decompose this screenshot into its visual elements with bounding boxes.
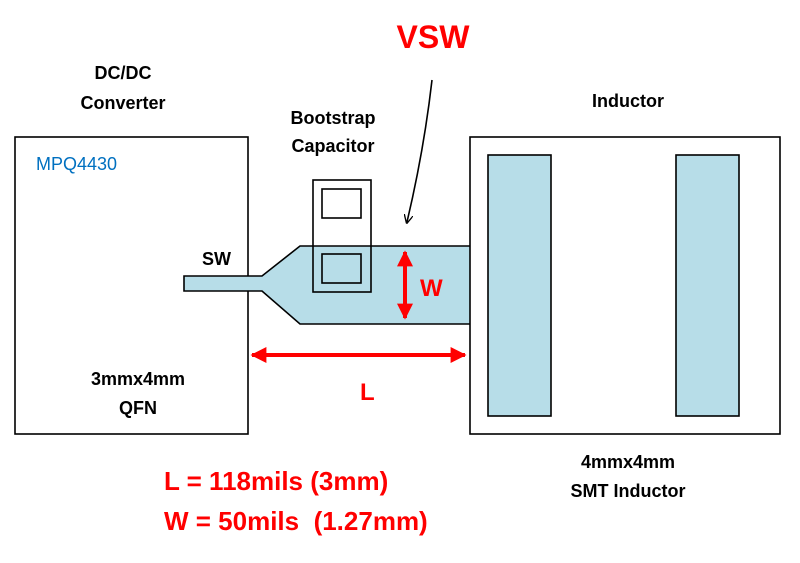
converter-package-line2: QFN [119,398,157,418]
width-spec: W = 50mils (1.27mm) [164,506,428,536]
bootstrap-label-line2: Capacitor [291,136,374,156]
length-spec: L = 118mils (3mm) [164,466,388,496]
bootstrap-capacitor-outline [312,179,372,293]
vsw-pointer-arrow [407,79,433,222]
bootstrap-capacitor-pad-bottom [321,253,362,284]
bootstrap-capacitor-pad-top [321,188,362,219]
inductor-package-line1: 4mmx4mm [581,452,675,472]
inductor-package-line2: SMT Inductor [571,481,686,501]
converter-title-line1: DC/DC [95,63,152,83]
inductor-right-pad [675,154,740,417]
part-number-label: MPQ4430 [36,154,117,174]
vsw-node-label: VSW [397,19,471,55]
sw-pin-label: SW [202,249,231,269]
bootstrap-label-line1: Bootstrap [291,108,376,128]
length-symbol: L [360,379,375,406]
inductor-title: Inductor [592,91,664,111]
width-symbol: W [420,275,443,302]
converter-package-line1: 3mmx4mm [91,369,185,389]
converter-title-line2: Converter [80,93,165,113]
inductor-left-pad [487,154,552,417]
